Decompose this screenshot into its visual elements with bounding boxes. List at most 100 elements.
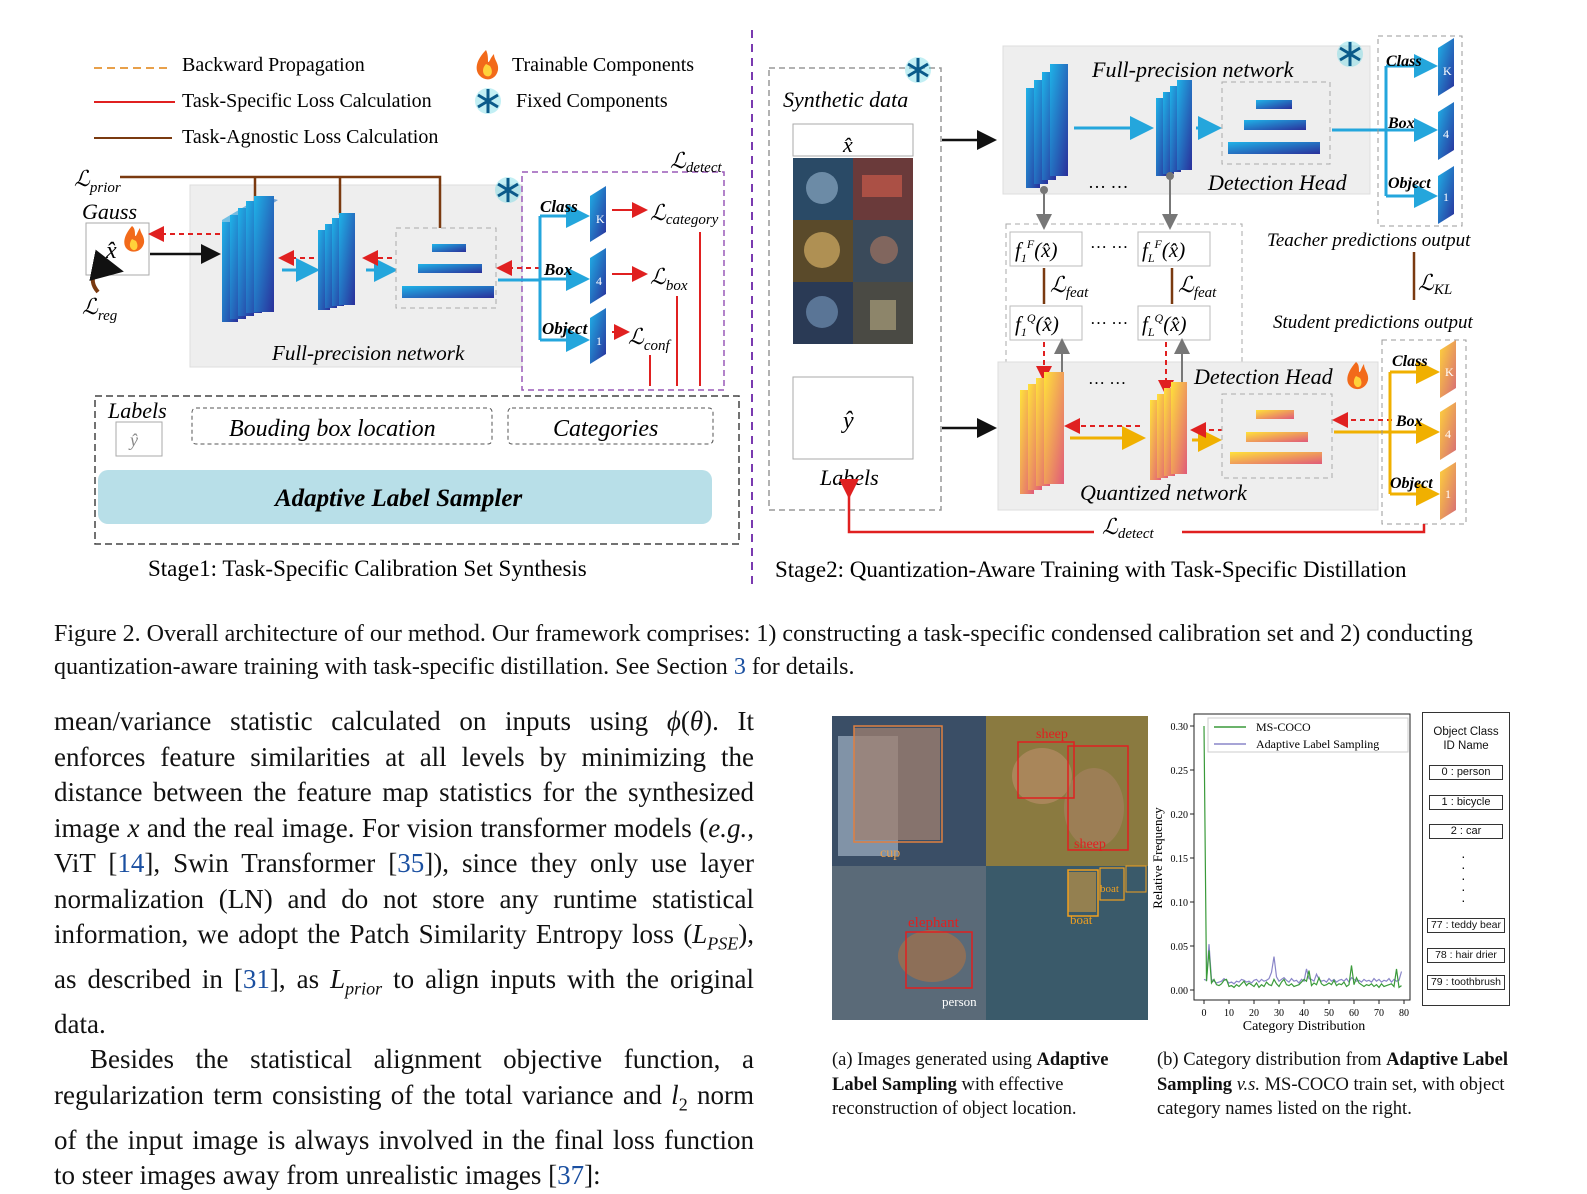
legend-backward: Backward Propagation <box>182 54 365 76</box>
l-prior: ℒprior <box>74 166 121 196</box>
teacher-output-label: Teacher predictions output <box>1267 230 1471 251</box>
s2-labels: Labels <box>819 465 879 490</box>
snowflake-icon <box>475 88 501 114</box>
categories-box: Categories <box>553 416 658 442</box>
s2-l-detect: ℒdetect <box>1102 514 1155 542</box>
adaptive-label-sampler: Adaptive Label Sampler <box>273 485 522 512</box>
ref-37[interactable]: 37 <box>557 1160 585 1191</box>
vertical-ellipsis: ····· <box>1461 848 1466 908</box>
legend-adaptive: Adaptive Label Sampling <box>1256 737 1379 751</box>
l-kl: ℒKL <box>1418 270 1452 298</box>
x-tick-label: 30 <box>1274 1008 1284 1019</box>
s1-object: Object <box>542 319 589 338</box>
class-list-title-1: Object Class <box>1433 726 1499 738</box>
chart-series <box>1203 725 1403 989</box>
x-tick-label: 0 <box>1202 1008 1207 1019</box>
legend: Backward Propagation Task-Specific Loss … <box>94 50 694 148</box>
l-box: ℒbox <box>650 264 688 294</box>
synthetic-images-grid <box>793 158 913 344</box>
stage1-head-block <box>402 244 494 298</box>
t-box: Box <box>1387 115 1415 132</box>
panel-b-caption: (b) Category distribution from Adaptive … <box>1157 1050 1508 1119</box>
f1-q: f1Q(x̂) <box>1015 311 1059 339</box>
paragraph-1: mean/variance statistic calculated on in… <box>54 706 755 1039</box>
student-backbone-block <box>1020 372 1064 494</box>
class-item: 77 : teddy bear <box>1427 918 1505 933</box>
s1-network-label: Full-precision network <box>271 341 465 365</box>
y-tick-label: 0.10 <box>1171 898 1189 909</box>
s1-out-4: 4 <box>596 274 602 288</box>
t-class: Class <box>1386 53 1422 70</box>
s1-labels: Labels <box>107 398 167 423</box>
class-list-panel: Object Class ID Name 0 : person 1 : bicy… <box>1422 712 1510 1006</box>
t-out-k: K <box>1443 64 1452 78</box>
stage1-diagram: ℒprior Gauss x̂ ℒreg <box>74 148 740 581</box>
x-tick-label: 20 <box>1249 1008 1259 1019</box>
snowflake-icon <box>905 57 931 83</box>
s-box: Box <box>1395 413 1423 430</box>
s1-out-1: 1 <box>596 334 602 348</box>
panel-a-caption: (a) Images generated using Adaptive Labe… <box>832 1050 1109 1119</box>
s-out-k: K <box>1445 365 1454 379</box>
fmap-dots-bottom: … … <box>1090 309 1128 328</box>
s1-class: Class <box>540 197 578 216</box>
teacher-dots: … … <box>1088 172 1129 192</box>
legend-fixed: Fixed Components <box>516 90 668 112</box>
s1-out-k: K <box>596 212 605 226</box>
caption-tail: for details. <box>745 654 855 680</box>
s1-y-hat: ŷ <box>128 430 138 450</box>
t-object: Object <box>1388 175 1431 192</box>
y-tick-label: 0.05 <box>1171 942 1189 953</box>
teacher-neck-block <box>1156 80 1192 176</box>
x-tick-label: 40 <box>1299 1008 1309 1019</box>
legend-trainable: Trainable Components <box>512 54 694 76</box>
stage1-x-hat: x̂ <box>105 238 117 264</box>
flame-icon <box>124 226 145 252</box>
panel-a-images: cup sheep sheep elephant person boat boa… <box>832 716 1148 1020</box>
det-label-elephant: elephant <box>908 915 960 931</box>
det-label-person: person <box>942 994 977 1009</box>
det-label-sheep-1: sheep <box>1036 727 1068 742</box>
teacher-backbone-block <box>1026 64 1068 188</box>
quantized-network-label: Quantized network <box>1080 480 1248 505</box>
stage2-diagram: Synthetic data x̂ ŷ Labels Full-precisio… <box>768 35 1474 582</box>
fmap-dots-top: … … <box>1090 233 1128 252</box>
stage1-backbone-block <box>222 196 278 322</box>
chart-ylabel: Relative Frequency <box>1150 807 1165 909</box>
det-label-boat-2: boat <box>1100 883 1119 895</box>
l-reg: ℒreg <box>82 294 118 324</box>
x-tick-label: 10 <box>1224 1008 1234 1019</box>
y-tick-label: 0.25 <box>1171 766 1189 777</box>
student-dots: … … <box>1088 369 1126 388</box>
x-tick-label: 70 <box>1374 1008 1384 1019</box>
gauss-label: Gauss <box>82 199 137 224</box>
s2-y-hat: ŷ <box>841 408 854 434</box>
class-item: 0 : person <box>1429 765 1503 780</box>
caption-text: Figure 2. Overall architecture of our me… <box>54 621 1473 680</box>
s-object: Object <box>1390 475 1433 492</box>
synthetic-data-label: Synthetic data <box>783 87 908 112</box>
teacher-detection-head: Detection Head <box>1207 170 1348 195</box>
det-label-sheep-2: sheep <box>1074 837 1106 852</box>
y-tick-label: 0.20 <box>1171 810 1189 821</box>
s-out-1: 1 <box>1445 487 1451 501</box>
s1-l-detect: ℒdetect <box>670 148 723 176</box>
t-out-4: 4 <box>1443 127 1449 141</box>
class-item: 79 : toothbrush <box>1427 975 1505 990</box>
ref-31[interactable]: 31 <box>242 963 270 994</box>
architecture-diagram: Backward Propagation Task-Specific Loss … <box>74 30 1474 590</box>
legend-task-specific: Task-Specific Loss Calculation <box>182 90 432 112</box>
s1-box: Box <box>543 260 573 279</box>
student-detection-head: Detection Head <box>1193 364 1334 389</box>
x-tick-label: 50 <box>1324 1008 1334 1019</box>
l-category: ℒcategory <box>650 200 719 228</box>
ref-35[interactable]: 35 <box>397 848 425 878</box>
chart-xlabel: Category Distribution <box>1243 1019 1366 1034</box>
body-text: mean/variance statistic calculated on in… <box>54 704 754 1194</box>
t-out-1: 1 <box>1443 190 1449 204</box>
class-item: 2 : car <box>1429 824 1503 839</box>
ref-14[interactable]: 14 <box>117 848 145 878</box>
figure-caption: Figure 2. Overall architecture of our me… <box>54 618 1534 684</box>
section-ref-link[interactable]: 3 <box>733 654 746 680</box>
